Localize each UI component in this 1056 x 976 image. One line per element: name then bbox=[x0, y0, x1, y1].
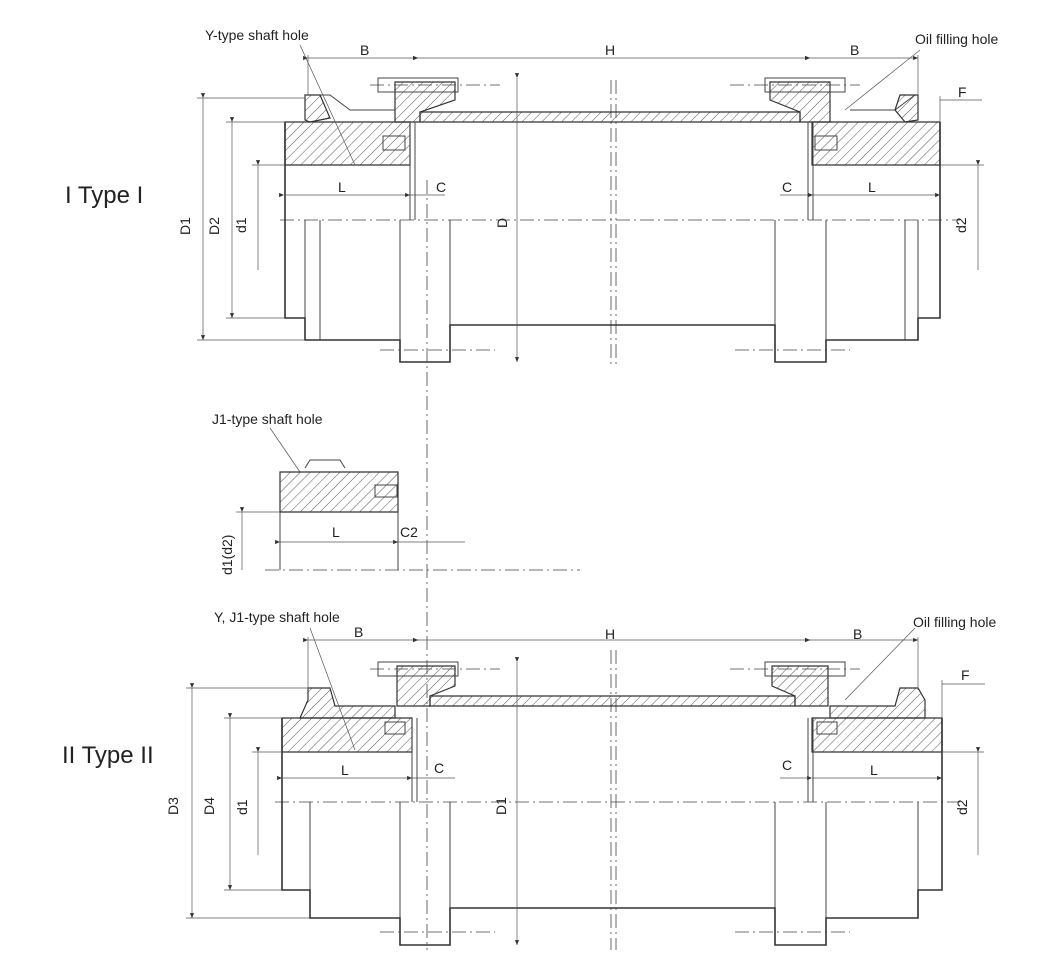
type2-right-seal bbox=[829, 687, 926, 719]
svg-text:C: C bbox=[434, 760, 444, 776]
type2-hole-label: Y, J1-type shaft hole bbox=[214, 609, 340, 625]
type2-sleeve-wall bbox=[429, 695, 796, 707]
j1-hub bbox=[279, 471, 399, 513]
type2-left-seal bbox=[299, 687, 396, 719]
type1-title: I Type I bbox=[65, 182, 143, 209]
type1-drawing: Y-type shaft hole Oil filling hole I Typ… bbox=[65, 27, 998, 365]
svg-text:L: L bbox=[870, 762, 878, 778]
svg-text:C2: C2 bbox=[400, 524, 418, 540]
svg-text:L: L bbox=[332, 524, 340, 540]
type1-oil-label: Oil filling hole bbox=[915, 31, 998, 47]
svg-text:C: C bbox=[782, 179, 792, 195]
type2-left-hub bbox=[281, 717, 413, 753]
svg-text:d1(d2): d1(d2) bbox=[219, 535, 235, 575]
svg-text:B: B bbox=[853, 626, 862, 642]
svg-text:B: B bbox=[850, 42, 859, 58]
svg-text:D1: D1 bbox=[493, 797, 509, 815]
type1-left-hub bbox=[284, 121, 411, 166]
type2-right-hub bbox=[811, 717, 943, 753]
type2-drawing: Y, J1-type shaft hole Oil filling hole I… bbox=[62, 609, 996, 950]
j1-drawing: J1-type shaft hole L C2 d1(d2) bbox=[212, 411, 580, 575]
svg-text:d1: d1 bbox=[233, 217, 249, 233]
type1-sleeve-wall bbox=[419, 111, 801, 123]
type1-left-seal bbox=[304, 94, 331, 123]
svg-text:D4: D4 bbox=[201, 797, 217, 815]
svg-text:B: B bbox=[360, 42, 369, 58]
type1-right-seal bbox=[894, 94, 919, 123]
type1-y-hole-label: Y-type shaft hole bbox=[205, 27, 309, 43]
svg-text:L: L bbox=[868, 179, 876, 195]
svg-text:C: C bbox=[436, 179, 446, 195]
svg-text:D2: D2 bbox=[206, 217, 222, 235]
svg-text:C: C bbox=[782, 757, 792, 773]
svg-text:H: H bbox=[605, 626, 615, 642]
type2-body-outline bbox=[281, 718, 943, 946]
svg-text:L: L bbox=[341, 762, 349, 778]
svg-text:H: H bbox=[605, 42, 615, 58]
svg-text:D1: D1 bbox=[177, 217, 193, 235]
svg-text:B: B bbox=[354, 624, 363, 640]
svg-text:F: F bbox=[961, 667, 970, 683]
svg-text:d2: d2 bbox=[953, 217, 969, 233]
svg-text:D: D bbox=[494, 218, 510, 228]
svg-text:D3: D3 bbox=[165, 797, 181, 815]
type1-body-outline bbox=[284, 122, 941, 363]
type2-title: II Type II bbox=[62, 742, 154, 769]
svg-text:L: L bbox=[338, 179, 346, 195]
svg-text:d1: d1 bbox=[234, 799, 250, 815]
svg-text:d2: d2 bbox=[954, 799, 970, 815]
j1-label: J1-type shaft hole bbox=[212, 411, 323, 427]
svg-text:F: F bbox=[958, 84, 967, 100]
type1-right-hub bbox=[811, 121, 941, 166]
type2-oil-label: Oil filling hole bbox=[913, 614, 996, 630]
